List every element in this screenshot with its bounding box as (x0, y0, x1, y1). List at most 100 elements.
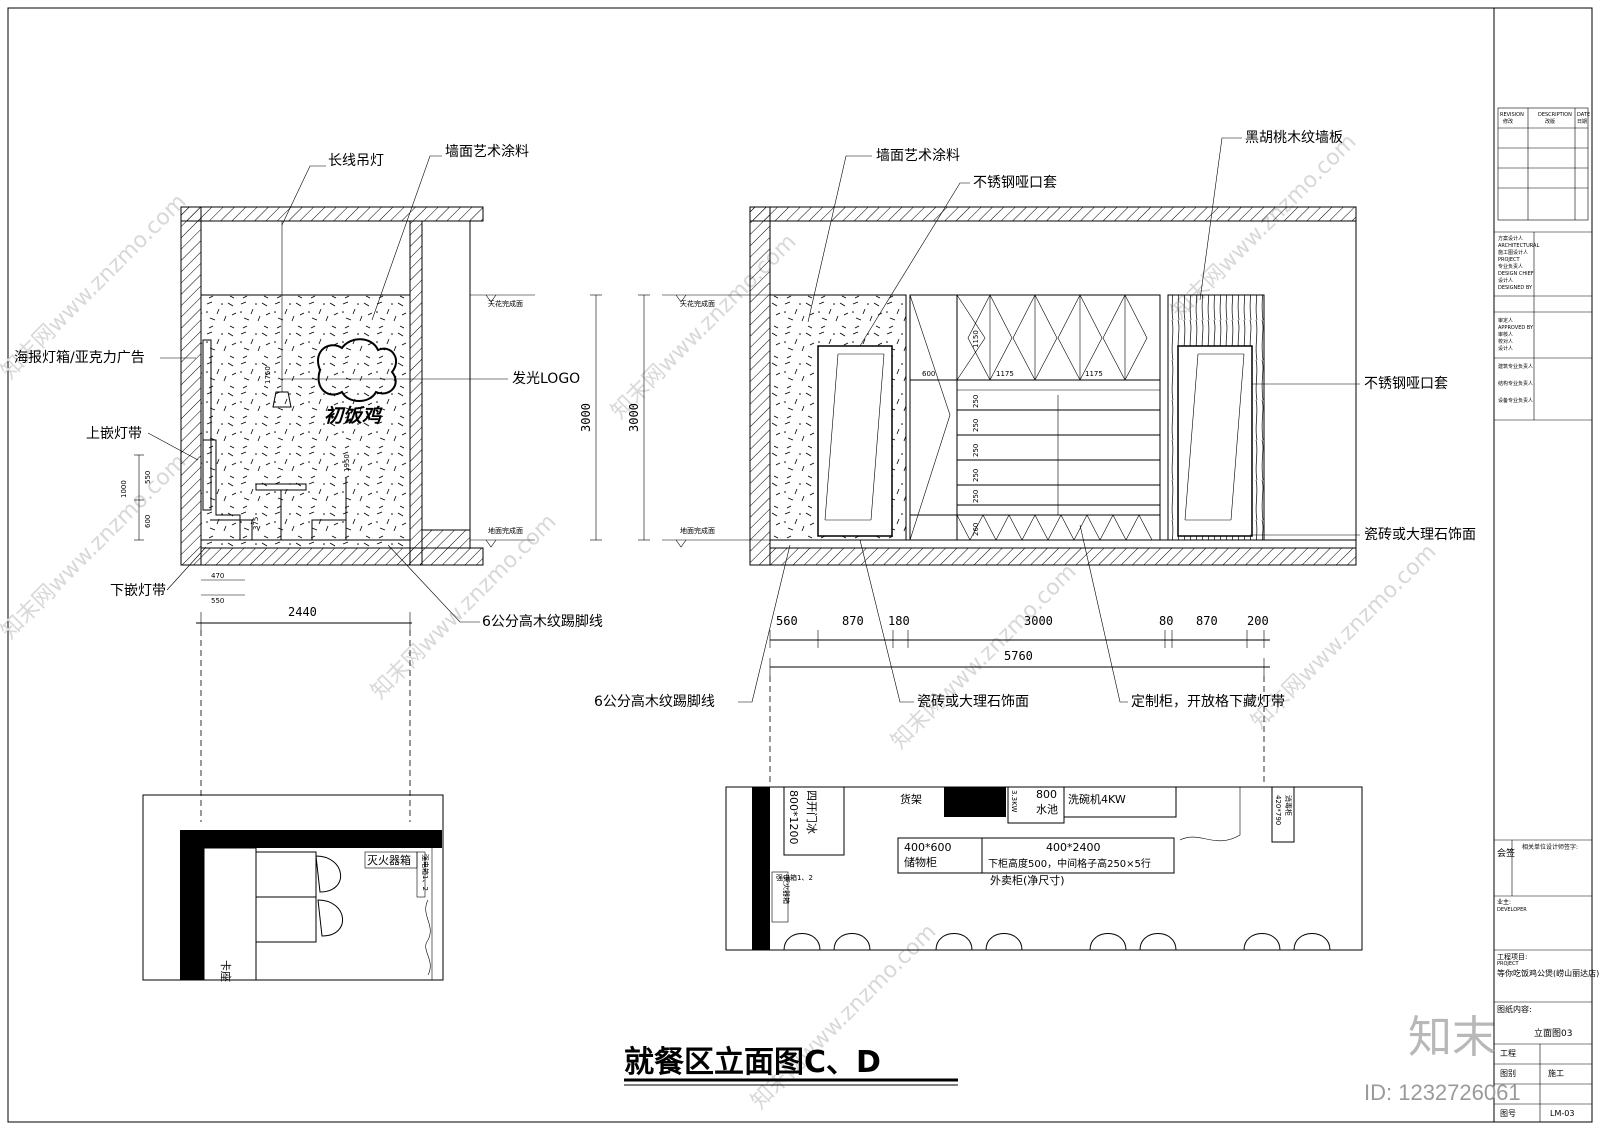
dishwasher-label: 洗碗机4KW (1068, 792, 1126, 806)
label-wall-paint-c: 墙面艺术涂料 (445, 144, 529, 160)
extinguisher-label-c: 灭火器箱 (367, 853, 411, 867)
counter-size: 400*2400 (1046, 841, 1101, 854)
cabinet-diagonals (909, 294, 1153, 541)
storage-label: 储物柜 (904, 855, 937, 869)
glowing-logo: 初饭鸡 (317, 338, 397, 427)
plan-d: 800*1200 四开门冰 货架 800 水池 3.3KW 洗碗机4KW 420… (725, 786, 1363, 951)
svg-text:施工: 施工 (1548, 1068, 1564, 1078)
elevation-d: 1150 600 1175 1175 250 250 250 250 250 2… (594, 130, 1476, 785)
svg-text:图别: 图别 (1500, 1069, 1516, 1078)
sheet-border (7, 7, 1593, 1123)
drawing-title: 就餐区立面图C、D (624, 1045, 881, 1080)
svg-text:PROJECT: PROJECT (1497, 961, 1520, 967)
ceiling-slab (180, 206, 484, 222)
chair-plan (315, 855, 341, 893)
svg-text:施工图设计人: 施工图设计人 (1498, 249, 1528, 256)
fridge (783, 786, 845, 856)
dim-d-600: 600 (922, 370, 935, 378)
counter-note: 下柜高度500，中间格子高250×5行 (988, 857, 1151, 870)
svg-text:改版: 改版 (1545, 118, 1555, 125)
label-upper-light-strip: 上嵌灯带 (86, 426, 142, 442)
logo-text: 初饭鸡 (324, 405, 383, 427)
plan-c: 卡座 灭火器箱 强电箱1、2 (142, 794, 444, 982)
label-ss-frame-top: 不锈钢哑口套 (973, 175, 1057, 191)
floor-mark-c: 地面完成面 (488, 526, 523, 535)
dim-d-total: 5760 (1004, 649, 1033, 663)
elec-box-label-d: 强电箱1、2 (776, 873, 813, 882)
plan-c-wall-left (180, 830, 204, 980)
label-pendant-light: 长线吊灯 (328, 153, 384, 169)
left-wall (180, 206, 202, 566)
elevation-c: 初饭鸡 天花完成面 地面完成面 1000 550 600 1750 1950 3… (14, 144, 603, 822)
dim-c-600: 600 (144, 515, 152, 528)
ceiling-mark-c: 天花完成面 (488, 299, 523, 308)
svg-text:校对人: 校对人 (1498, 338, 1513, 345)
svg-text:设计人: 设计人 (1498, 277, 1513, 284)
shelf-block (944, 787, 1006, 817)
drawing-content: 立面图03 (1534, 1027, 1572, 1039)
ss-doorway-right (1177, 345, 1253, 537)
dim-d-1150: 1150 (972, 330, 980, 348)
svg-text:修改: 修改 (1503, 118, 1513, 125)
dim-d-seg-870b: 870 (1196, 614, 1218, 628)
dim-d-250e: 250 (972, 490, 980, 503)
booth-label: 卡座 (219, 960, 233, 982)
dim-c-550: 550 (144, 471, 152, 484)
svg-text:DESCRIPTION: DESCRIPTION (1538, 112, 1572, 118)
disinfect-label: 消毒柜 (1284, 795, 1293, 816)
elec-box-label-c: 强电箱1、2 (421, 854, 430, 891)
height-dimensions: 3000 3000 (579, 294, 650, 541)
disinfect-size: 420*790 (1274, 795, 1282, 825)
dim-c-470: 470 (211, 572, 224, 580)
svg-text:审核人: 审核人 (1498, 331, 1513, 338)
left-wall-d (749, 206, 771, 566)
dim-c-1000: 1000 (120, 480, 128, 498)
stools (783, 933, 1331, 951)
label-tile-bottom: 瓷砖或大理石饰面 (917, 694, 1029, 710)
sink-power: 3.3KW (1010, 790, 1018, 812)
sink-size: 800 (1036, 788, 1057, 801)
sink-label: 水池 (1036, 803, 1058, 816)
floor-slab-d (769, 547, 1357, 566)
svg-text:审定人: 审定人 (1498, 317, 1513, 324)
dim-c-375: 375 (252, 517, 260, 530)
svg-text:业主:: 业主: (1497, 898, 1511, 906)
dim-d-seg-80: 80 (1159, 614, 1173, 628)
plan-d-wall (752, 787, 770, 950)
dim-d-250b: 250 (972, 419, 980, 432)
label-skirting-c: 6公分高木纹踢脚线 (482, 613, 603, 630)
shelf-label: 货架 (900, 792, 922, 806)
fridge-label: 四开门冰 (805, 790, 819, 834)
extinguisher-label-d: 灭火器箱 (782, 876, 791, 904)
label-wall-paint-d: 墙面艺术涂料 (876, 148, 960, 164)
chair-plan (317, 899, 343, 937)
watermark-text: 知末网www.znzmo.com (887, 559, 1082, 754)
art-paint-wall (200, 294, 411, 549)
watermark-text: 知末网www.znzmo.com (0, 449, 191, 644)
takeout-counter (981, 837, 1175, 874)
svg-text:会签: 会签 (1497, 847, 1515, 859)
label-tile-right: 瓷砖或大理石饰面 (1364, 527, 1476, 543)
fridge-size: 800*1200 (787, 790, 800, 845)
floor-slab (200, 547, 484, 566)
dim-d-250c: 250 (972, 444, 980, 457)
dim-d-1175b: 1175 (1085, 370, 1103, 378)
dim-d-250d: 250 (972, 469, 980, 482)
dim-d-seg-200: 200 (1247, 614, 1269, 628)
dim-height-right: 3000 (627, 403, 641, 432)
svg-text:图号: 图号 (1500, 1109, 1516, 1118)
svg-text:REVISION: REVISION (1500, 112, 1524, 118)
svg-text:APPROVED BY: APPROVED BY (1498, 325, 1534, 331)
svg-text:结构专业负责人: 结构专业负责人 (1498, 380, 1533, 387)
title-block: REVISION 修改 DESCRIPTION 改版 DATE 日期 方案设计人… (1493, 8, 1599, 1122)
svg-text:ARCHITECTURAL: ARCHITECTURAL (1498, 243, 1539, 249)
dim-c-550b: 550 (211, 597, 224, 605)
takeout-label: 外卖柜(净尺寸) (990, 873, 1065, 887)
project-name: 等你吃饭鸡公煲(崂山丽达店) (1497, 968, 1599, 978)
svg-text:相关单位设计师签字:: 相关单位设计师签字: (1522, 843, 1578, 851)
dim-height-left: 3000 (579, 403, 593, 432)
label-ss-frame-right: 不锈钢哑口套 (1364, 376, 1448, 392)
svg-text:PROJECT: PROJECT (1498, 257, 1521, 263)
svg-text:方案设计人: 方案设计人 (1498, 235, 1523, 242)
